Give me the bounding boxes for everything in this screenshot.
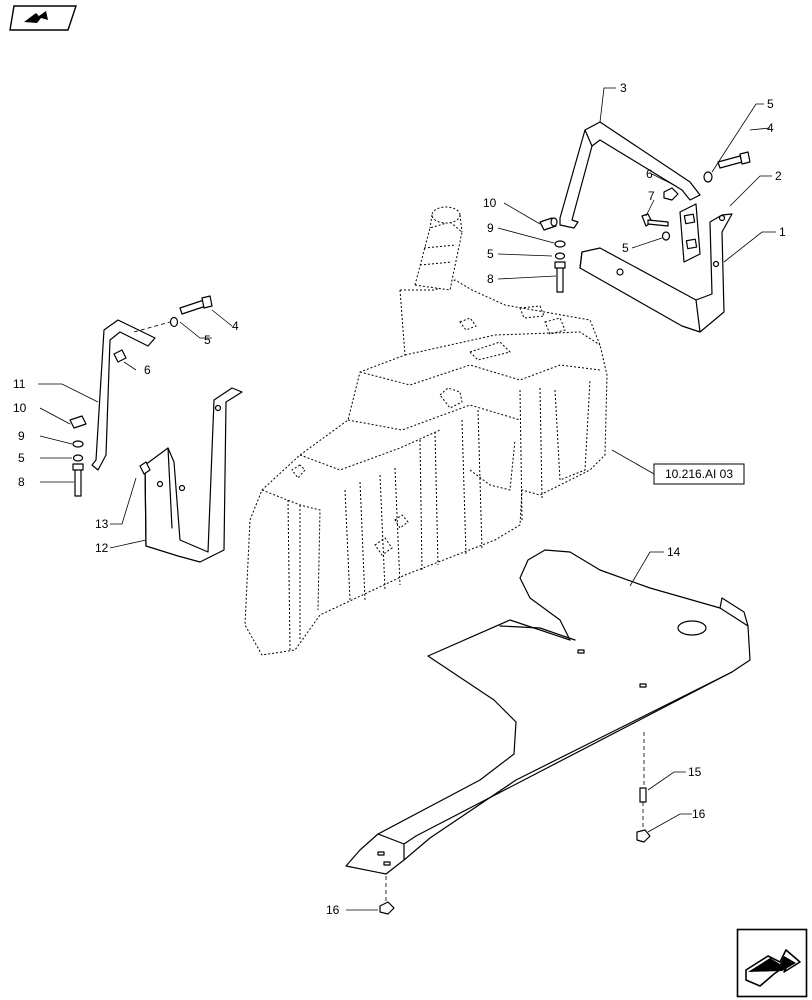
callout-6: 6 (144, 363, 151, 377)
bracket-12 (144, 387, 243, 563)
callout-5: 5 (487, 247, 494, 261)
callout-numbers: 3 5 4 6 2 7 1 5 10 9 5 8 4 5 6 11 10 9 5… (13, 81, 786, 917)
callout-7: 7 (648, 189, 655, 203)
callout-5: 5 (622, 241, 629, 255)
plate-2 (679, 203, 701, 263)
leader-lines (38, 87, 776, 911)
callout-10: 10 (13, 401, 27, 415)
callout-1: 1 (779, 225, 786, 239)
reference-box[interactable]: 10.216.AI 03 (653, 463, 745, 485)
callout-12: 12 (95, 541, 109, 555)
callout-9: 9 (487, 221, 494, 235)
callout-5: 5 (18, 451, 25, 465)
callout-15: 15 (688, 765, 702, 779)
bracket-1 (579, 213, 733, 333)
callout-5: 5 (767, 97, 774, 111)
callout-8: 8 (487, 272, 494, 286)
callout-6: 6 (646, 167, 653, 181)
hardware-right (539, 151, 751, 293)
callout-5: 5 (204, 333, 211, 347)
callout-9: 9 (18, 429, 25, 443)
callout-4: 4 (232, 319, 239, 333)
callout-2: 2 (775, 169, 782, 183)
stud-and-nuts (379, 787, 651, 915)
plate-14 (345, 549, 751, 875)
callout-10: 10 (483, 196, 497, 210)
reference-label[interactable]: 10.216.AI 03 (665, 467, 733, 481)
callout-4: 4 (767, 121, 774, 135)
strap-11 (91, 319, 156, 471)
callout-14: 14 (667, 545, 681, 559)
callout-16: 16 (326, 903, 340, 917)
callout-8: 8 (18, 475, 25, 489)
callout-13: 13 (95, 517, 109, 531)
callout-3: 3 (620, 81, 627, 95)
forward-arrow-icon[interactable] (8, 4, 78, 32)
next-page-icon[interactable] (736, 928, 808, 998)
fuel-tank (244, 206, 608, 656)
strap-3 (559, 121, 701, 229)
callout-11: 11 (13, 377, 26, 391)
callout-16: 16 (692, 807, 706, 821)
hardware-left (69, 295, 213, 497)
